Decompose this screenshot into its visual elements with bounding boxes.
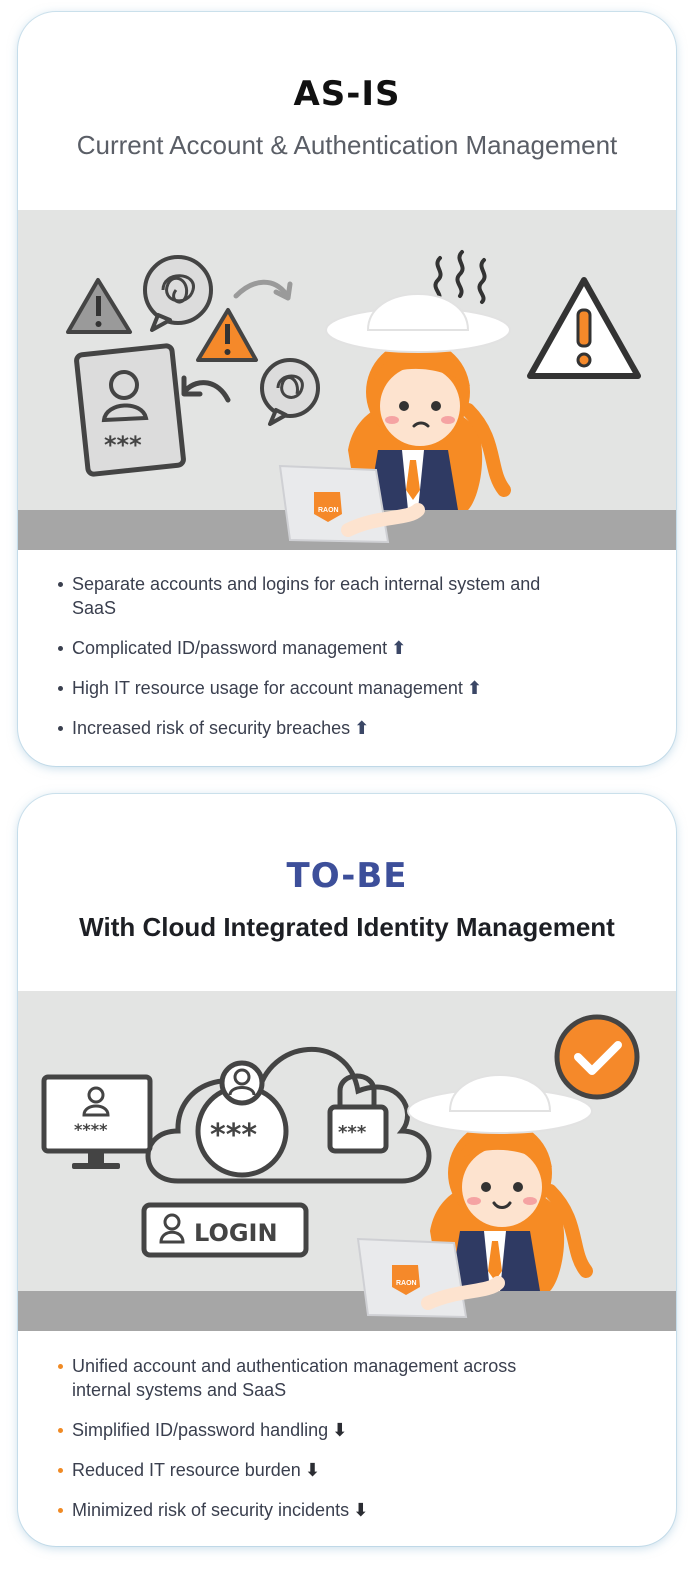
up-arrow-icon: ⬆	[391, 638, 407, 658]
list-item: High IT resource usage for account manag…	[58, 676, 542, 700]
login-button-graphic: LOGIN	[141, 1202, 309, 1258]
login-label-text: LOGIN	[194, 1219, 278, 1247]
list-item: Simplified ID/password handling⬇	[58, 1418, 542, 1442]
id-card-mask-text: ***	[104, 431, 142, 459]
laptop-icon: RAON	[356, 1237, 505, 1319]
up-arrow-icon: ⬆	[354, 718, 370, 738]
lock-icon: ***	[327, 1073, 389, 1154]
confused-bubble-icon	[260, 358, 320, 426]
stress-lines-icon	[433, 250, 487, 304]
down-arrow-icon: ⬇	[332, 1420, 348, 1440]
lock-mask-text: ***	[338, 1122, 367, 1143]
character-worried	[325, 293, 511, 510]
tobe-illustration: **** *** *** L	[18, 991, 676, 1331]
asis-title: AS-IS	[293, 74, 401, 114]
arrow-icon	[233, 279, 293, 301]
user-password-icon: ***	[195, 1060, 289, 1178]
list-item: Increased risk of security breaches⬆	[58, 716, 542, 740]
tobe-subtitle: With Cloud Integrated Identity Managemen…	[75, 912, 619, 943]
tobe-bullet-list: Unified account and authentication manag…	[58, 1354, 542, 1538]
large-warning-icon	[527, 277, 641, 379]
laptop-logo-text: RAON	[318, 507, 339, 514]
tobe-subtitle-wrap: With Cloud Integrated Identity Managemen…	[18, 912, 676, 943]
circle-mask-text: ***	[210, 1118, 257, 1153]
up-arrow-icon: ⬆	[466, 678, 482, 698]
check-circle-icon	[554, 1014, 640, 1100]
confused-bubble-icon	[143, 255, 213, 332]
warning-icon	[66, 278, 132, 334]
list-item: Reduced IT resource burden⬇	[58, 1458, 542, 1482]
list-item: Complicated ID/password management⬆	[58, 636, 542, 660]
character-happy	[407, 1074, 593, 1291]
asis-subtitle: Current Account & Authentication Managem…	[76, 130, 618, 160]
asis-bullet-list: Separate accounts and logins for each in…	[58, 572, 542, 756]
laptop-icon: RAON	[278, 464, 425, 544]
down-arrow-icon: ⬇	[353, 1500, 369, 1520]
monitor-mask-text: ****	[74, 1120, 108, 1139]
down-arrow-icon: ⬇	[304, 1460, 320, 1480]
laptop-logo-text: RAON	[396, 1280, 417, 1287]
id-card-icon: ***	[74, 343, 186, 477]
monitor-icon: ****	[41, 1074, 153, 1169]
orange-warning-icon	[196, 308, 258, 362]
asis-illustration: ***	[18, 210, 676, 550]
tobe-card: TO-BE With Cloud Integrated Identity Man…	[18, 794, 676, 1546]
curved-arrow-icon	[181, 375, 231, 403]
list-item: Minimized risk of security incidents⬇	[58, 1498, 542, 1522]
list-item: Separate accounts and logins for each in…	[58, 572, 542, 620]
list-item: Unified account and authentication manag…	[58, 1354, 542, 1402]
tobe-title: TO-BE	[286, 856, 408, 896]
asis-card: AS-IS Current Account & Authentication M…	[18, 12, 676, 766]
